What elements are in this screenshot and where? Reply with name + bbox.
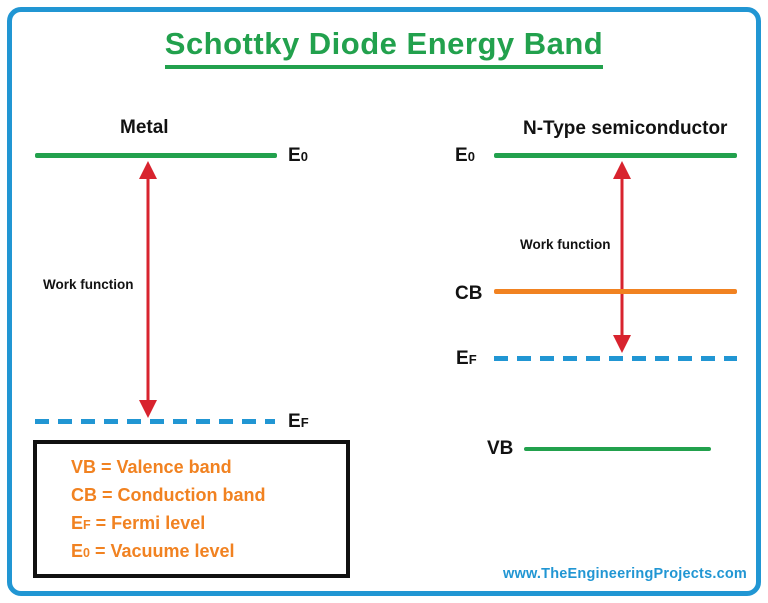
arrow-shaft [146, 175, 150, 404]
page-border [7, 7, 761, 596]
legend-item-cb: CB = Conduction band [71, 482, 346, 510]
arrow-shaft [620, 175, 624, 339]
semiconductor-e0-base: E [455, 145, 468, 166]
metal-e0-base: E [288, 145, 301, 166]
legend-item-vb: VB = Valence band [71, 454, 346, 482]
legend-abbr: VB [71, 457, 97, 477]
legend-abbr-subscript: F [83, 518, 91, 532]
metal-fermi-level-line [35, 419, 275, 424]
legend-definition: = Valence band [96, 457, 232, 477]
metal-e0-subscript: 0 [300, 149, 308, 164]
semiconductor-fermi-level-line [494, 356, 737, 361]
legend-abbr: E [71, 541, 84, 561]
semiconductor-cb-label: CB [455, 283, 483, 304]
title-container: Schottky Diode Energy Band [0, 26, 768, 69]
legend-item-e0: E0 = Vacuume level [71, 538, 346, 566]
semiconductor-ef-label: EF [456, 348, 477, 370]
legend-abbr: CB [71, 485, 97, 505]
arrow-up-icon [613, 161, 631, 179]
arrow-up-icon [139, 161, 157, 179]
legend-box: VB = Valence band CB = Conduction band E… [33, 440, 350, 578]
metal-work-function-label: Work function [43, 277, 134, 292]
legend-abbr: E [71, 513, 84, 533]
metal-vacuum-level-line [35, 153, 277, 158]
legend-abbr-subscript: 0 [83, 546, 90, 560]
semiconductor-e0-subscript: 0 [467, 149, 475, 164]
semiconductor-heading: N-Type semiconductor [523, 118, 728, 139]
semiconductor-work-function-label: Work function [520, 237, 611, 252]
semiconductor-ef-subscript: F [468, 352, 477, 367]
semiconductor-e0-label: E0 [455, 145, 475, 167]
website-link[interactable]: www.TheEngineeringProjects.com [503, 566, 747, 582]
semiconductor-work-function-arrow [613, 161, 631, 353]
semiconductor-vacuum-level-line [494, 153, 737, 158]
page-title: Schottky Diode Energy Band [164, 26, 604, 69]
metal-ef-subscript: F [300, 415, 309, 430]
semiconductor-valence-band-line [524, 447, 711, 451]
semiconductor-conduction-band-line [494, 289, 737, 294]
arrow-down-icon [139, 400, 157, 418]
legend-item-ef: EF = Fermi level [71, 510, 346, 538]
metal-ef-label: EF [288, 411, 309, 433]
legend-definition: = Conduction band [97, 485, 266, 505]
legend-definition: = Vacuume level [89, 541, 235, 561]
metal-work-function-arrow [139, 161, 157, 418]
semiconductor-vb-label: VB [487, 438, 514, 459]
semiconductor-ef-base: E [456, 348, 469, 369]
metal-e0-label: E0 [288, 145, 308, 167]
arrow-down-icon [613, 335, 631, 353]
metal-heading: Metal [120, 117, 169, 138]
metal-ef-base: E [288, 411, 301, 432]
legend-definition: = Fermi level [90, 513, 206, 533]
